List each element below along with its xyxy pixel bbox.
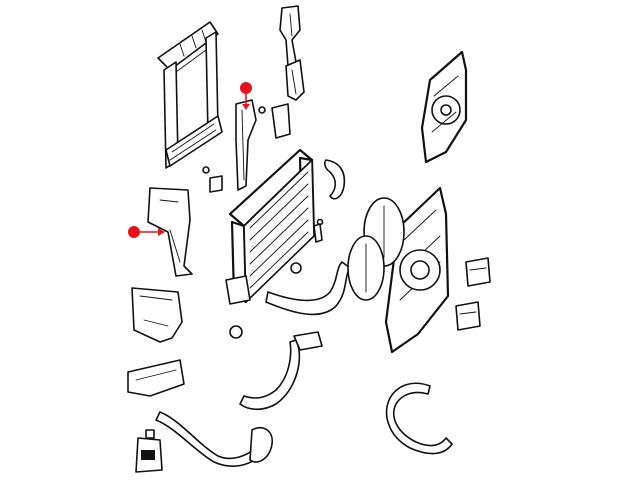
upper-air-deflector-callout [240,82,252,110]
side-air-deflector-callout [128,226,165,238]
lower-air-duct [131,287,183,343]
coolant-bottle [135,429,163,473]
upper-air-guide [271,5,305,139]
radiator [225,148,316,339]
lower-air-guide [127,359,185,397]
bypass-hose [155,411,273,467]
radiator-support-frame [157,21,223,169]
mounting-bolts [202,106,324,243]
fan-blades [347,197,405,301]
fan-relay-modules [455,257,491,331]
lower-hose [239,331,323,411]
fan-motor [420,50,468,164]
heater-hose [385,382,453,455]
side-air-deflector [147,187,193,277]
upper-air-deflector [235,99,257,191]
